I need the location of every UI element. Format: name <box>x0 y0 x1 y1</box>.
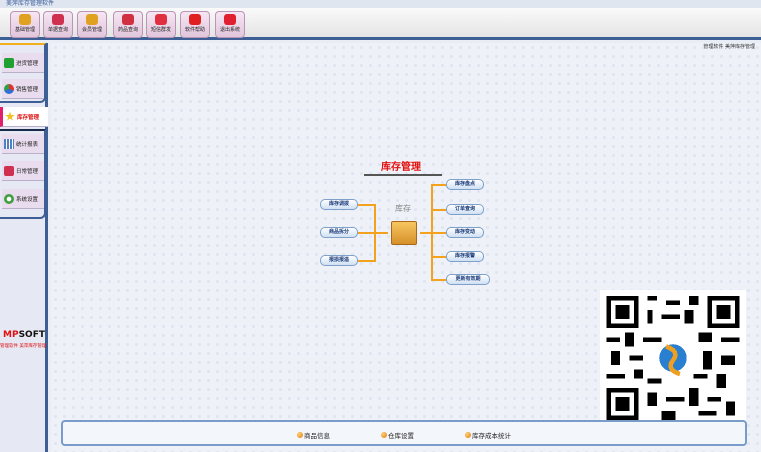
brand-subtitle: 管理软件 美萍库存管理 <box>0 344 47 349</box>
connector <box>358 232 375 234</box>
connector <box>431 232 446 234</box>
sidebar-item-inventory[interactable]: 库存管理 <box>0 107 48 127</box>
plus-icon <box>4 57 14 68</box>
help-icon <box>189 14 201 25</box>
toolbar-button-exit[interactable]: 退出系统 <box>215 11 245 38</box>
connector <box>420 232 432 234</box>
daily-icon <box>4 165 14 176</box>
toolbar-button-basic[interactable]: 基础管理 <box>10 11 40 38</box>
toolbar-button-members[interactable]: 会员管理 <box>77 11 107 38</box>
basic-icon <box>19 14 31 25</box>
connector <box>374 232 388 234</box>
bullet-icon <box>465 432 471 438</box>
node-stock-change[interactable]: 库存变动 <box>446 227 484 238</box>
sidebar-item-settings[interactable]: 系统设置 <box>2 189 44 209</box>
node-stocktake[interactable]: 库存盘点 <box>446 179 484 190</box>
sidebar-item-reports[interactable]: 统计报表 <box>2 134 44 154</box>
toolbar-button-query[interactable]: 药品查询 <box>113 11 143 38</box>
star-icon <box>5 111 15 121</box>
query-icon <box>122 14 134 25</box>
connector <box>358 260 375 262</box>
pie-icon <box>4 83 14 94</box>
sidebar: 进货管理 销售管理 库存管理 统计报表 日常管理 系统设置 MPSOFT 管理软… <box>0 43 48 452</box>
node-split[interactable]: 商品拆分 <box>320 227 358 238</box>
toolbar: 基础管理 单据查询 会员管理 药品查询 短信群发 软件帮助 退出系统 <box>0 8 761 40</box>
toolbar-button-help[interactable]: 软件帮助 <box>180 11 210 38</box>
qr-code <box>600 290 746 426</box>
diagram-title: 库存管理 <box>381 162 421 173</box>
toolbar-button-orders[interactable]: 单据查询 <box>43 11 73 38</box>
center-label: 库存 <box>395 204 411 213</box>
sidebar-item-daily[interactable]: 日常管理 <box>2 161 44 181</box>
bar-chart-icon <box>4 138 14 149</box>
toolbar-button-sms[interactable]: 短信群发 <box>146 11 176 38</box>
title-underline <box>364 174 442 176</box>
connector <box>431 256 446 258</box>
main-panel: 管理软件 美萍库存管理 库存管理 库存 库存调拨 商品拆分 报损报溢 库存盘点 … <box>51 43 761 452</box>
title-bar: 美萍库存管理软件 <box>0 0 761 8</box>
bullet-icon <box>381 432 387 438</box>
node-transfer[interactable]: 库存调拨 <box>320 199 358 210</box>
node-update-expiry[interactable]: 更新有效期 <box>446 274 490 285</box>
member-icon <box>86 14 98 25</box>
mail-icon <box>155 14 167 25</box>
gear-icon <box>4 193 14 204</box>
qr-code-graphic <box>606 296 740 420</box>
sidebar-group-bottom <box>0 129 46 219</box>
power-icon <box>224 14 236 25</box>
connector <box>431 184 446 186</box>
node-stock-alert[interactable]: 库存报警 <box>446 251 484 262</box>
footer-bar: 商品信息 仓库设置 库存成本统计 <box>61 420 747 446</box>
sidebar-item-sales[interactable]: 销售管理 <box>2 79 44 99</box>
header-caption: 管理软件 美萍库存管理 <box>703 44 755 50</box>
sidebar-item-purchase[interactable]: 进货管理 <box>2 53 44 73</box>
inventory-box-icon <box>391 221 417 245</box>
footer-link-product-info[interactable]: 商品信息 <box>297 430 330 440</box>
footer-link-warehouse-settings[interactable]: 仓库设置 <box>381 430 414 440</box>
node-order-query[interactable]: 订单查询 <box>446 204 484 215</box>
node-loss[interactable]: 报损报溢 <box>320 255 358 266</box>
footer-link-cost-stats[interactable]: 库存成本统计 <box>465 430 511 440</box>
connector <box>431 279 446 281</box>
connector <box>358 204 375 206</box>
brand-logo: MPSOFT <box>3 330 45 340</box>
sidebar-group-top <box>0 43 46 103</box>
bullet-icon <box>297 432 303 438</box>
search-icon <box>52 14 64 25</box>
connector <box>431 209 446 211</box>
